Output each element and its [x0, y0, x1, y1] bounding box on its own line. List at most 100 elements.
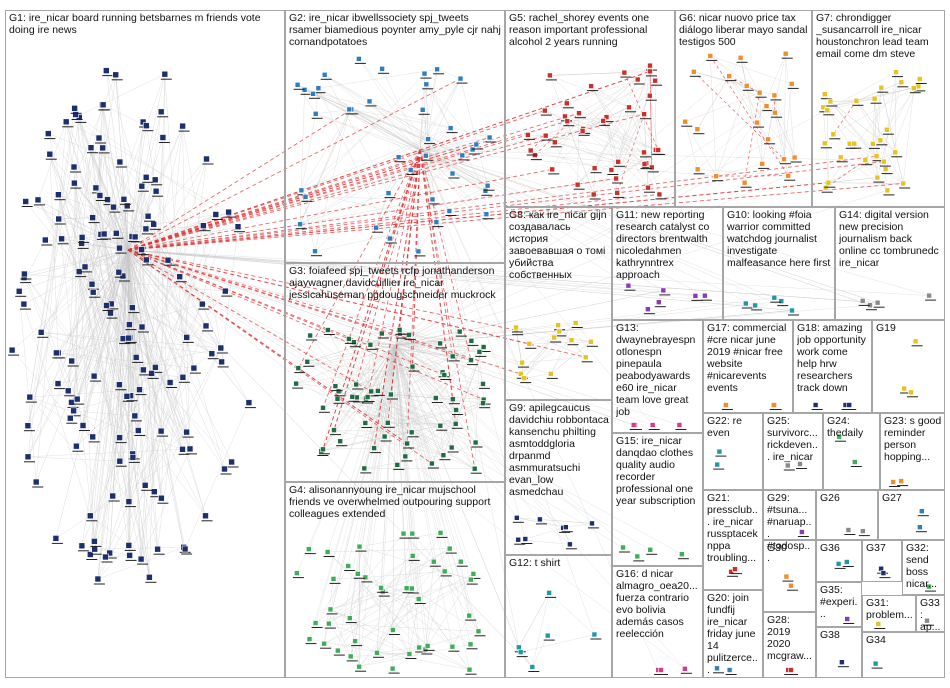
vertex-node: [400, 530, 407, 537]
group-label-g18: G18: amazing job opportunity work come h…: [797, 322, 869, 394]
edge: [315, 113, 421, 151]
vertex-node: [765, 136, 771, 143]
edge: [394, 75, 730, 346]
edge: [376, 533, 413, 653]
vertex-node: [468, 357, 474, 363]
vertex-node: [95, 134, 103, 142]
vertex-node: [179, 445, 186, 453]
edge: [774, 112, 785, 160]
vertex-node: [641, 111, 647, 117]
red-edge: [127, 249, 372, 392]
edge: [654, 80, 657, 150]
edge: [419, 149, 653, 426]
vertex-node: [537, 516, 543, 523]
vertex-node: [615, 159, 622, 165]
vertex-node: [716, 448, 723, 455]
edge: [93, 375, 133, 455]
edge: [419, 149, 871, 306]
edge: [431, 423, 456, 464]
vertex-node: [564, 118, 571, 124]
group-box-g38: G38: [816, 627, 862, 678]
edge: [127, 125, 147, 251]
edge: [532, 592, 550, 668]
edge: [525, 526, 566, 540]
red-edge: [419, 149, 472, 361]
edge: [376, 587, 382, 653]
edge: [419, 69, 438, 151]
vertex-node: [555, 322, 561, 329]
vertex-node: [327, 606, 334, 613]
edge: [684, 121, 717, 177]
vertex-node: [41, 236, 49, 244]
edge: [431, 442, 476, 464]
vertex-node: [562, 524, 569, 531]
edge: [564, 116, 594, 195]
red-edge: [127, 120, 568, 251]
edge: [300, 199, 433, 225]
edge: [307, 344, 396, 363]
vertex-node: [374, 649, 380, 656]
vertex-node: [900, 180, 907, 187]
vertex-node: [682, 665, 688, 672]
edge: [127, 191, 157, 251]
vertex-node: [126, 321, 133, 328]
vertex-node: [305, 546, 312, 552]
vertex-node: [646, 92, 653, 99]
vertex-node: [448, 444, 455, 451]
edge: [624, 65, 651, 73]
edge: [566, 79, 638, 104]
vertex-node: [335, 388, 342, 395]
vertex-node: [860, 528, 866, 534]
edge: [577, 113, 580, 185]
vertex-node: [425, 136, 431, 142]
vertex-node: [409, 363, 416, 370]
vertex-node: [298, 187, 305, 194]
edge: [521, 357, 586, 363]
vertex-node: [917, 524, 923, 531]
edge: [549, 75, 630, 108]
vertex-node: [324, 549, 331, 555]
red-edge: [127, 249, 521, 375]
edge: [338, 344, 396, 392]
vertex-node: [582, 354, 589, 361]
vertex-node: [788, 582, 794, 589]
vertex-node: [892, 149, 899, 156]
edge: [545, 80, 656, 136]
edge: [127, 249, 232, 463]
edge: [78, 206, 114, 272]
vertex-node: [446, 208, 453, 214]
edge: [828, 182, 904, 184]
edge: [376, 629, 394, 653]
edge: [11, 249, 129, 351]
vertex-node: [362, 420, 369, 426]
vertex-node: [827, 98, 834, 105]
group-label-g16: G16: d nicar almagro_oea20... fuerza con…: [616, 568, 698, 640]
edge: [127, 249, 793, 311]
group-label-g17: G17: commercial #cre nicar june 2019 #ni…: [707, 322, 790, 394]
edge: [161, 260, 169, 499]
red-edge: [367, 149, 421, 398]
edge: [529, 331, 560, 345]
edge: [305, 73, 425, 197]
edge: [551, 113, 580, 170]
vertex-node: [456, 328, 463, 335]
vertex-node: [483, 211, 490, 217]
edge: [425, 561, 435, 650]
edge: [348, 338, 412, 433]
edge: [894, 72, 897, 153]
vertex-node: [389, 665, 396, 672]
edge: [527, 134, 546, 136]
edge: [127, 249, 144, 370]
edge: [774, 112, 795, 158]
vertex-node: [99, 144, 106, 152]
vertex-node: [546, 590, 552, 596]
vertex-node: [92, 184, 100, 192]
edge: [102, 104, 129, 251]
edge: [299, 149, 421, 225]
edge: [94, 547, 184, 550]
vertex-node: [78, 234, 86, 241]
group-box-g6: G6: nicar nuovo price tax diálogo libera…: [675, 10, 812, 207]
edge: [127, 226, 239, 251]
vertex-node: [772, 109, 778, 116]
vertex-node: [547, 371, 554, 377]
